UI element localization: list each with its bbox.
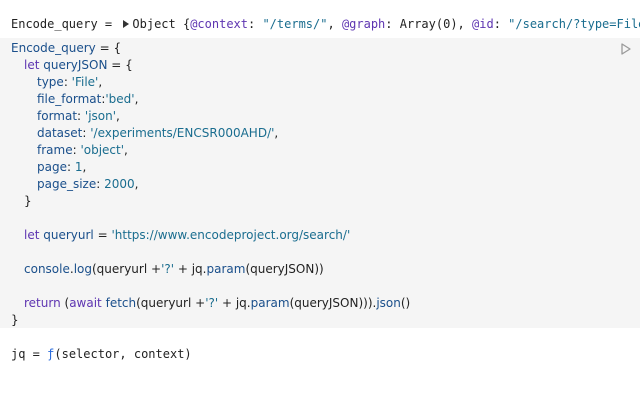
code-punct: :: [66, 160, 75, 174]
code-punct: :: [77, 109, 85, 123]
function-symbol[interactable]: ƒ: [47, 347, 55, 361]
code-punct: ,: [98, 75, 103, 89]
code-line: dataset: '/experiments/ENCSR000AHD/',: [37, 125, 278, 142]
cell-name: Encode_query: [11, 41, 96, 55]
code-punct: :: [63, 75, 72, 89]
variable-queryjson: queryJSON: [43, 58, 108, 72]
output-type[interactable]: Object: [132, 17, 176, 31]
output-sep-1: :: [248, 17, 263, 31]
code-text: (queryurl +: [91, 262, 162, 276]
string-value: 'json': [84, 109, 117, 123]
code-line: frame: 'object',: [37, 142, 128, 159]
string-value: 'https://www.encodeproject.org/search/': [111, 228, 351, 242]
string-value: 'bed': [105, 92, 135, 106]
property-key: file_format: [37, 92, 102, 106]
output-brace: {: [175, 17, 191, 31]
code-punct: ,: [82, 160, 87, 174]
code-punct: ,: [124, 143, 128, 157]
output-sep-2: :: [385, 17, 400, 31]
number-value: 2000: [104, 177, 135, 191]
code-line: }: [24, 193, 32, 210]
output-key-context: @context: [190, 17, 248, 31]
function-fetch: fetch: [105, 296, 137, 310]
keyword-let: let: [24, 58, 40, 72]
code-line: page: 1,: [37, 159, 86, 176]
code-punct: }: [11, 313, 19, 327]
output-variable-name: Encode_query: [11, 17, 98, 31]
number-value: 1: [74, 160, 83, 174]
expand-triangle-icon[interactable]: [123, 20, 130, 28]
keyword-await: await: [69, 296, 102, 310]
code-text: + jq.: [218, 296, 251, 310]
output-value-graph: Array(0): [399, 17, 458, 31]
string-value: '?': [161, 262, 175, 276]
output-equals: =: [97, 17, 120, 31]
code-text: (): [400, 296, 411, 310]
console-object: console: [24, 262, 70, 276]
function-log: log: [73, 262, 92, 276]
code-line: let queryJSON = {: [24, 57, 133, 74]
code-punct: =: [93, 228, 112, 242]
property-key: frame: [37, 143, 73, 157]
property-key: dataset: [37, 126, 83, 140]
code-punct: :: [72, 143, 81, 157]
code-line: type: 'File',: [37, 74, 102, 91]
property-key: page: [37, 160, 67, 174]
code-text: (queryJSON))).: [289, 296, 377, 310]
code-editor[interactable]: Encode_query = { let queryJSON = { type:…: [0, 38, 640, 328]
output-key-graph: @graph: [341, 17, 386, 31]
output-comma-1: ,: [327, 17, 342, 31]
code-punct: :: [96, 177, 105, 191]
property-key: type: [37, 75, 64, 89]
output-comma-2: ,: [457, 17, 472, 31]
function-signature: (selector, context): [54, 347, 192, 361]
code-punct: :: [101, 92, 106, 106]
code-line: format: 'json',: [37, 108, 120, 125]
code-line: console.log(queryurl +'?' + jq.param(que…: [24, 261, 324, 278]
property-key: format: [37, 109, 78, 123]
output-key-id: @id: [472, 17, 494, 31]
code-punct: ,: [274, 126, 279, 140]
code-text: + jq.: [174, 262, 207, 276]
code-line: let queryurl = 'https://www.encodeprojec…: [24, 227, 350, 244]
keyword-let: let: [24, 228, 40, 242]
code-punct: ,: [134, 177, 139, 191]
code-line: Encode_query = {: [11, 40, 121, 57]
code-punct: = {: [95, 41, 122, 55]
keyword-return: return: [24, 296, 61, 310]
output-sep-3: :: [493, 17, 509, 31]
variable-queryurl: queryurl: [43, 228, 94, 242]
code-line: file_format:'bed',: [37, 91, 138, 108]
code-line: page_size: 2000,: [37, 176, 138, 193]
code-text: (queryJSON)): [245, 262, 324, 276]
output-equals: =: [25, 347, 48, 361]
play-icon[interactable]: [620, 43, 632, 55]
code-punct: }: [24, 194, 32, 208]
code-text: (: [60, 296, 70, 310]
code-punct: ,: [134, 92, 139, 106]
string-value: 'object': [80, 143, 125, 157]
code-punct: :: [82, 126, 91, 140]
string-value: 'File': [71, 75, 99, 89]
output-value-context: "/terms/": [262, 17, 328, 31]
property-key: page_size: [37, 177, 97, 191]
output-variable-name: jq: [11, 347, 26, 361]
output-value-id: "/search/?type=File&file_for: [508, 17, 640, 31]
cell-output: Encode_query = Object {@context: "/terms…: [0, 14, 640, 34]
function-param: param: [206, 262, 246, 276]
cell-output-jq: jq = ƒ(selector, context): [11, 346, 192, 363]
code-punct: ,: [116, 109, 120, 123]
code-text: (queryurl +: [136, 296, 206, 310]
code-punct: = {: [107, 58, 133, 72]
code-punct: .: [69, 262, 74, 276]
code-line: }: [11, 312, 19, 329]
code-line: return (await fetch(queryurl +'?' + jq.p…: [24, 295, 410, 312]
string-value: '?': [205, 296, 219, 310]
function-json: json: [376, 296, 401, 310]
function-param: param: [250, 296, 290, 310]
string-value: '/experiments/ENCSR000AHD/': [90, 126, 275, 140]
